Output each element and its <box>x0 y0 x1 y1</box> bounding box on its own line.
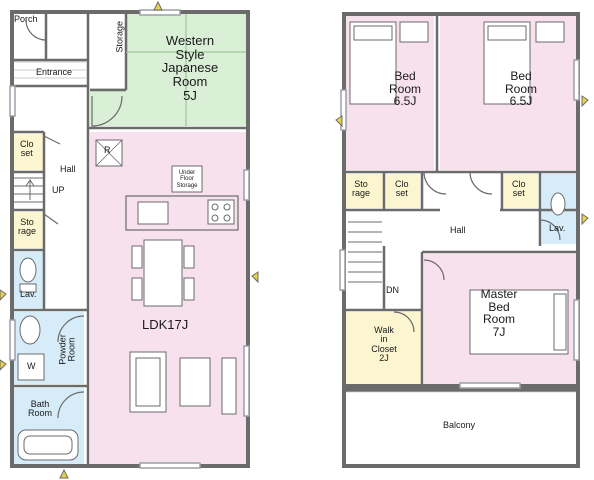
closet-line-1: Clo <box>20 139 34 149</box>
walk-in-closet-line-2: in <box>380 334 388 345</box>
master-bed-line-1: Master <box>480 287 518 301</box>
bed-right-label: Bed Room 6.5J <box>496 70 546 108</box>
closet-left-2f-label: Clo set <box>395 179 409 199</box>
balcony-label: Balcony <box>443 420 476 430</box>
closet-fill <box>12 134 44 170</box>
walk-in-closet-line-1: Walk <box>374 325 394 335</box>
storage-2f-label: Sto rage <box>352 179 371 199</box>
hall-label-1f: Hall <box>60 164 76 174</box>
under-floor-storage-label: Under Floor Storage <box>175 170 199 189</box>
bed-left-line-3: 6.5J <box>393 94 417 109</box>
storage-tall-label: Storage <box>114 20 125 53</box>
lav-label-1f: Lav. <box>20 289 37 299</box>
master-bed-line-4: 7J <box>492 324 506 339</box>
powder-room-label: Powder Room <box>58 319 78 379</box>
western-room-line-5: 5J <box>183 87 197 103</box>
closet-right-2f-line-2: set <box>512 188 525 199</box>
bath-room-label: Bath Room <box>28 399 53 419</box>
walk-in-closet-fill <box>346 312 422 384</box>
closet-left-2f-line-2: set <box>395 188 408 199</box>
storage-2f-line-2: rage <box>352 188 371 199</box>
western-room-line-1: Western <box>165 33 215 48</box>
hall-2f-label: Hall <box>450 225 466 235</box>
second-floor <box>335 12 589 468</box>
entrance-label: Entrance <box>36 67 73 77</box>
washer-label: W <box>27 361 36 371</box>
bed-left-label: Bed Room 6.5J <box>380 70 430 108</box>
bed-left-line-2: Room <box>388 81 421 96</box>
dn-label: DN <box>386 285 399 295</box>
closet-left-2f-fill <box>386 174 420 208</box>
closet-right-2f-label: Clo set <box>512 179 526 199</box>
storage-small-fill <box>12 212 44 248</box>
bed-left-line-1: Bed <box>394 69 416 83</box>
lav-2f-label: Lav. <box>549 223 566 233</box>
storage-small-line-2: rage <box>18 226 37 237</box>
closet-right-2f-fill <box>504 174 538 208</box>
storage-small-line-1: Sto <box>20 217 34 227</box>
storage-tall-fill <box>90 14 126 88</box>
western-room-line-3: Japanese <box>161 60 219 76</box>
up-label: UP <box>52 185 65 195</box>
master-bed-line-3: Room <box>482 312 515 327</box>
refrigerator-label: R <box>104 145 111 155</box>
closet-line-2: set <box>20 148 33 159</box>
bath-room-line-1: Bath <box>30 399 50 409</box>
closet-left-2f-line-1: Clo <box>395 179 409 189</box>
western-room-line-2: Style <box>175 46 205 62</box>
bed-right-line-3: 6.5J <box>509 94 533 109</box>
porch-label: Porch <box>14 14 38 24</box>
master-bed-label: Master Bed Room 7J <box>474 288 524 338</box>
western-room-line-4: Room <box>172 73 208 89</box>
first-floor <box>0 0 259 479</box>
under-floor-storage-line-3: Storage <box>176 182 198 189</box>
closet-label: Clo set <box>20 139 34 159</box>
bath-room-line-2: Room <box>28 408 53 419</box>
bed-right-line-2: Room <box>504 81 537 96</box>
storage-2f-line-1: Sto <box>354 179 368 189</box>
storage-small-label: Sto rage <box>18 217 37 237</box>
master-bed-line-2: Bed <box>488 299 510 314</box>
walk-in-closet-line-3: Closet <box>371 343 397 354</box>
under-floor-storage-line-2: Floor <box>180 176 194 183</box>
storage-2f-fill <box>346 174 384 208</box>
western-room-label: Western Style Japanese Room 5J <box>150 34 230 102</box>
ldk-label: LDK17J <box>142 317 189 332</box>
closet-right-2f-line-1: Clo <box>512 179 526 189</box>
under-floor-storage-line-1: Under <box>178 170 196 176</box>
walk-in-closet-line-4: 2J <box>379 353 389 364</box>
walk-in-closet-label: Walk in Closet 2J <box>366 325 402 364</box>
bed-right-line-1: Bed <box>510 69 532 83</box>
powder-room-line-2: Room <box>67 337 77 362</box>
